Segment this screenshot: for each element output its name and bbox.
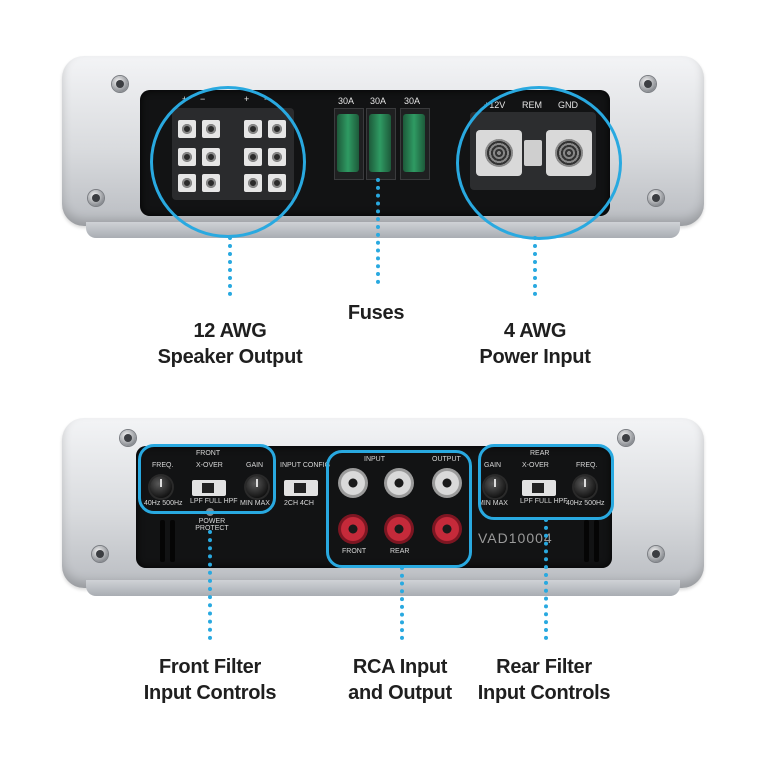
fuse — [403, 114, 425, 172]
fuse — [369, 114, 391, 172]
rca-jack-white[interactable] — [384, 468, 414, 498]
top-amp-screw — [648, 190, 664, 206]
rear-freq-label: FREQ. — [576, 462, 598, 469]
rca-jack-red[interactable] — [432, 514, 462, 544]
top-amp-screw — [112, 76, 128, 92]
rear-filter-label-line2: Input Controls — [477, 682, 611, 704]
front-freq-range: 40Hz 500Hz — [144, 500, 183, 507]
power-protect-label: POWER PROTECT — [195, 518, 229, 532]
bottom-amp-screw — [618, 430, 634, 446]
bottom-amp-base — [86, 580, 680, 596]
rear-filter-label-line1: Rear Filter — [496, 656, 592, 678]
power-input-leader — [533, 236, 537, 296]
rear-filter-label: Rear Filter Input Controls — [444, 654, 644, 706]
front-gain-range: MIN MAX — [240, 500, 270, 507]
front-filter-label-line2: Input Controls — [143, 682, 277, 704]
rca-io-label-line1: RCA Input — [352, 656, 448, 678]
front-gain-knob[interactable] — [246, 476, 268, 498]
front-xover-switch[interactable] — [192, 480, 226, 496]
speaker-output-label-line1: 12 AWG — [193, 320, 267, 342]
bottom-amp-screw — [120, 430, 136, 446]
speaker-output-label: 12 AWG Speaker Output — [130, 318, 330, 370]
rca-jack-red[interactable] — [384, 514, 414, 544]
top-amp-base — [86, 222, 680, 238]
bottom-amp-panel — [136, 446, 612, 568]
rear-section-title: REAR — [530, 450, 550, 457]
speaker-output-label-line2: Speaker Output — [157, 346, 303, 368]
rca-jack-white[interactable] — [432, 468, 462, 498]
rca-front-label: FRONT — [342, 548, 367, 555]
rca-jack-white[interactable] — [338, 468, 368, 498]
power-input-callout-ring — [456, 86, 622, 240]
input-config-modes: 2CH 4CH — [284, 500, 314, 507]
fuse — [337, 114, 359, 172]
rca-input-label: INPUT — [364, 456, 385, 463]
top-amp-screw — [640, 76, 656, 92]
front-filter-label-line1: Front Filter — [159, 656, 261, 678]
bottom-amp-screw — [92, 546, 108, 562]
power-input-label-line2: Power Input — [479, 346, 591, 368]
input-config-title: INPUT CONFIG — [280, 462, 331, 469]
rca-jack-red[interactable] — [338, 514, 368, 544]
power-input-label-line1: 4 AWG — [503, 320, 567, 342]
front-filter-callout-box — [138, 444, 276, 514]
speaker-output-callout-ring — [150, 86, 306, 238]
bottom-amp-screw — [648, 546, 664, 562]
rear-gain-range: MIN MAX — [478, 500, 508, 507]
fuse-rating: 30A — [370, 96, 387, 106]
front-filter-leader — [208, 530, 212, 640]
fuses-label-line1: Fuses — [347, 302, 405, 324]
vent-slot — [160, 520, 165, 562]
front-section-title: FRONT — [196, 450, 221, 457]
top-amp-screw — [88, 190, 104, 206]
fuse-rating: 30A — [404, 96, 421, 106]
fuses-label: Fuses — [316, 300, 436, 326]
rear-filter-leader — [544, 518, 548, 640]
front-gain-label: GAIN — [246, 462, 264, 469]
rear-xover-switch[interactable] — [522, 480, 556, 496]
power-input-label: 4 AWG Power Input — [440, 318, 630, 370]
front-filter-label: Front Filter Input Controls — [110, 654, 310, 706]
speaker-output-leader — [228, 236, 232, 296]
model-number: VAD10004 — [478, 530, 553, 546]
vent-slot — [170, 520, 175, 562]
rear-gain-knob[interactable] — [484, 476, 506, 498]
rear-freq-range: 40Hz 500Hz — [566, 500, 605, 507]
rca-leader — [400, 566, 404, 640]
vent-slot — [584, 520, 589, 562]
rear-xover-modes: LPF FULL HPF — [520, 498, 568, 505]
rca-io-label: RCA Input and Output — [320, 654, 480, 706]
rca-io-label-line2: and Output — [348, 682, 452, 704]
input-config-switch[interactable] — [284, 480, 318, 496]
front-freq-knob[interactable] — [150, 476, 172, 498]
front-xover-label: X-OVER — [196, 462, 223, 469]
fuse-rating: 30A — [338, 96, 355, 106]
front-xover-modes: LPF FULL HPF — [190, 498, 238, 505]
rear-freq-knob[interactable] — [574, 476, 596, 498]
front-freq-label: FREQ. — [152, 462, 174, 469]
rca-callout-box — [326, 450, 472, 568]
rca-rear-label: REAR — [390, 548, 410, 555]
rear-gain-label: GAIN — [484, 462, 502, 469]
fuses-leader — [376, 178, 380, 284]
rear-filter-callout-box — [478, 444, 614, 520]
rca-output-label: OUTPUT — [432, 456, 461, 463]
rear-xover-label: X-OVER — [522, 462, 549, 469]
vent-slot — [594, 520, 599, 562]
